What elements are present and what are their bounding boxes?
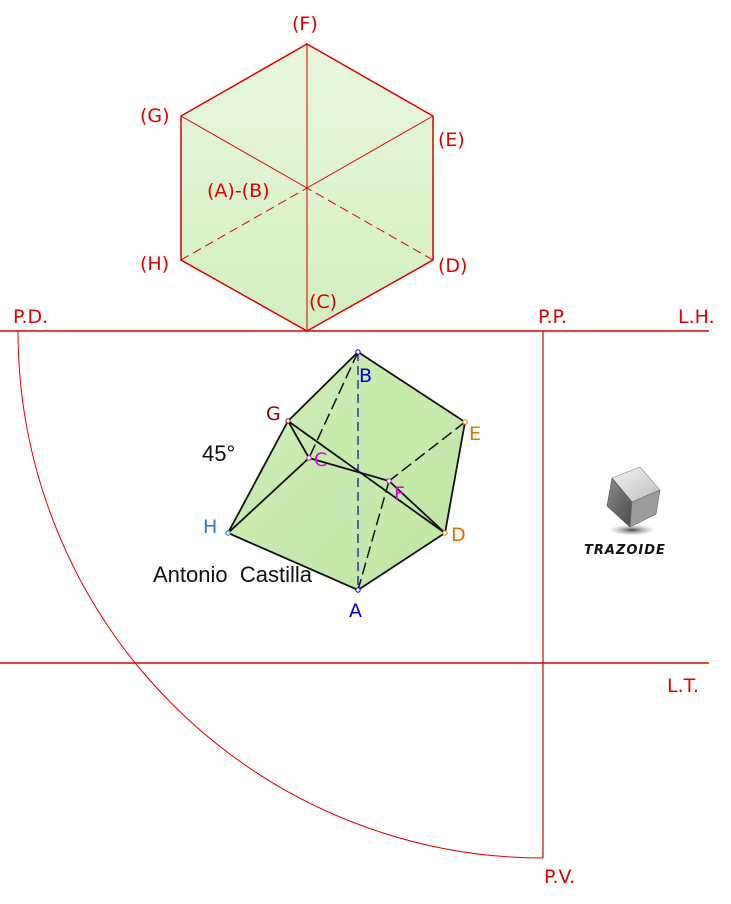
logo-text: TRAZOIDE <box>584 543 666 558</box>
front-view-cube: B G E C F H D A 45° <box>202 349 481 622</box>
dot-c <box>306 455 312 461</box>
front-upper-face <box>309 352 465 481</box>
dot-h <box>225 530 231 536</box>
pv-label: P.V. <box>544 866 575 888</box>
edge-g-d <box>287 420 446 534</box>
hexagon-hidden-h <box>180 187 308 261</box>
hexagon-diagonal-ed <box>306 115 434 189</box>
dot-d <box>442 530 448 536</box>
hexagon-diagonal-ge <box>180 115 308 189</box>
front-vertex-b: B <box>359 365 372 387</box>
top-vertex-d: (D) <box>438 255 467 277</box>
hexagon-hidden-d <box>306 187 434 261</box>
hidden-edge-b-c <box>308 351 359 459</box>
edge-g-c <box>287 420 310 459</box>
front-vertex-f: F <box>394 483 405 505</box>
hidden-edge-f-a <box>357 480 390 591</box>
front-vertex-g: G <box>266 403 281 425</box>
pd-arc <box>17 330 544 859</box>
front-vertex-e: E <box>469 423 481 445</box>
lh-label: L.H. <box>678 306 715 328</box>
top-view-hexagon: (F) (G) (E) (A)-(B) (H) (D) (C) <box>140 13 467 332</box>
front-vertex-h: H <box>203 516 217 538</box>
angle-label: 45° <box>202 441 235 466</box>
lt-label: L.T. <box>667 675 699 697</box>
dot-b <box>355 349 361 355</box>
trazoide-logo: TRAZOIDE <box>584 466 666 558</box>
cube-logo-icon <box>606 466 661 535</box>
top-vertex-h: (H) <box>140 253 169 275</box>
dot-g <box>285 418 291 424</box>
front-vertex-d: D <box>451 524 466 546</box>
edge-c-f <box>308 457 390 482</box>
dot-e <box>462 419 468 425</box>
edge-h-c <box>227 457 310 534</box>
pd-label: P.D. <box>13 306 48 328</box>
dot-a <box>355 587 361 593</box>
front-vertex-c: C <box>314 449 327 471</box>
reference-lines: P.D. P.P. L.H. L.T. P.V. <box>0 306 715 888</box>
top-vertex-g: (G) <box>140 105 170 127</box>
edge-f-d <box>388 480 446 534</box>
top-vertex-c: (C) <box>309 291 337 313</box>
top-vertex-ab: (A)-(B) <box>207 180 270 202</box>
author-name: Antonio Castilla <box>153 562 313 587</box>
front-vertex-a: A <box>349 600 362 622</box>
top-vertex-e: (E) <box>438 129 465 151</box>
pp-label: P.P. <box>538 306 567 328</box>
dot-f <box>386 478 392 484</box>
top-vertex-f: (F) <box>292 13 318 35</box>
